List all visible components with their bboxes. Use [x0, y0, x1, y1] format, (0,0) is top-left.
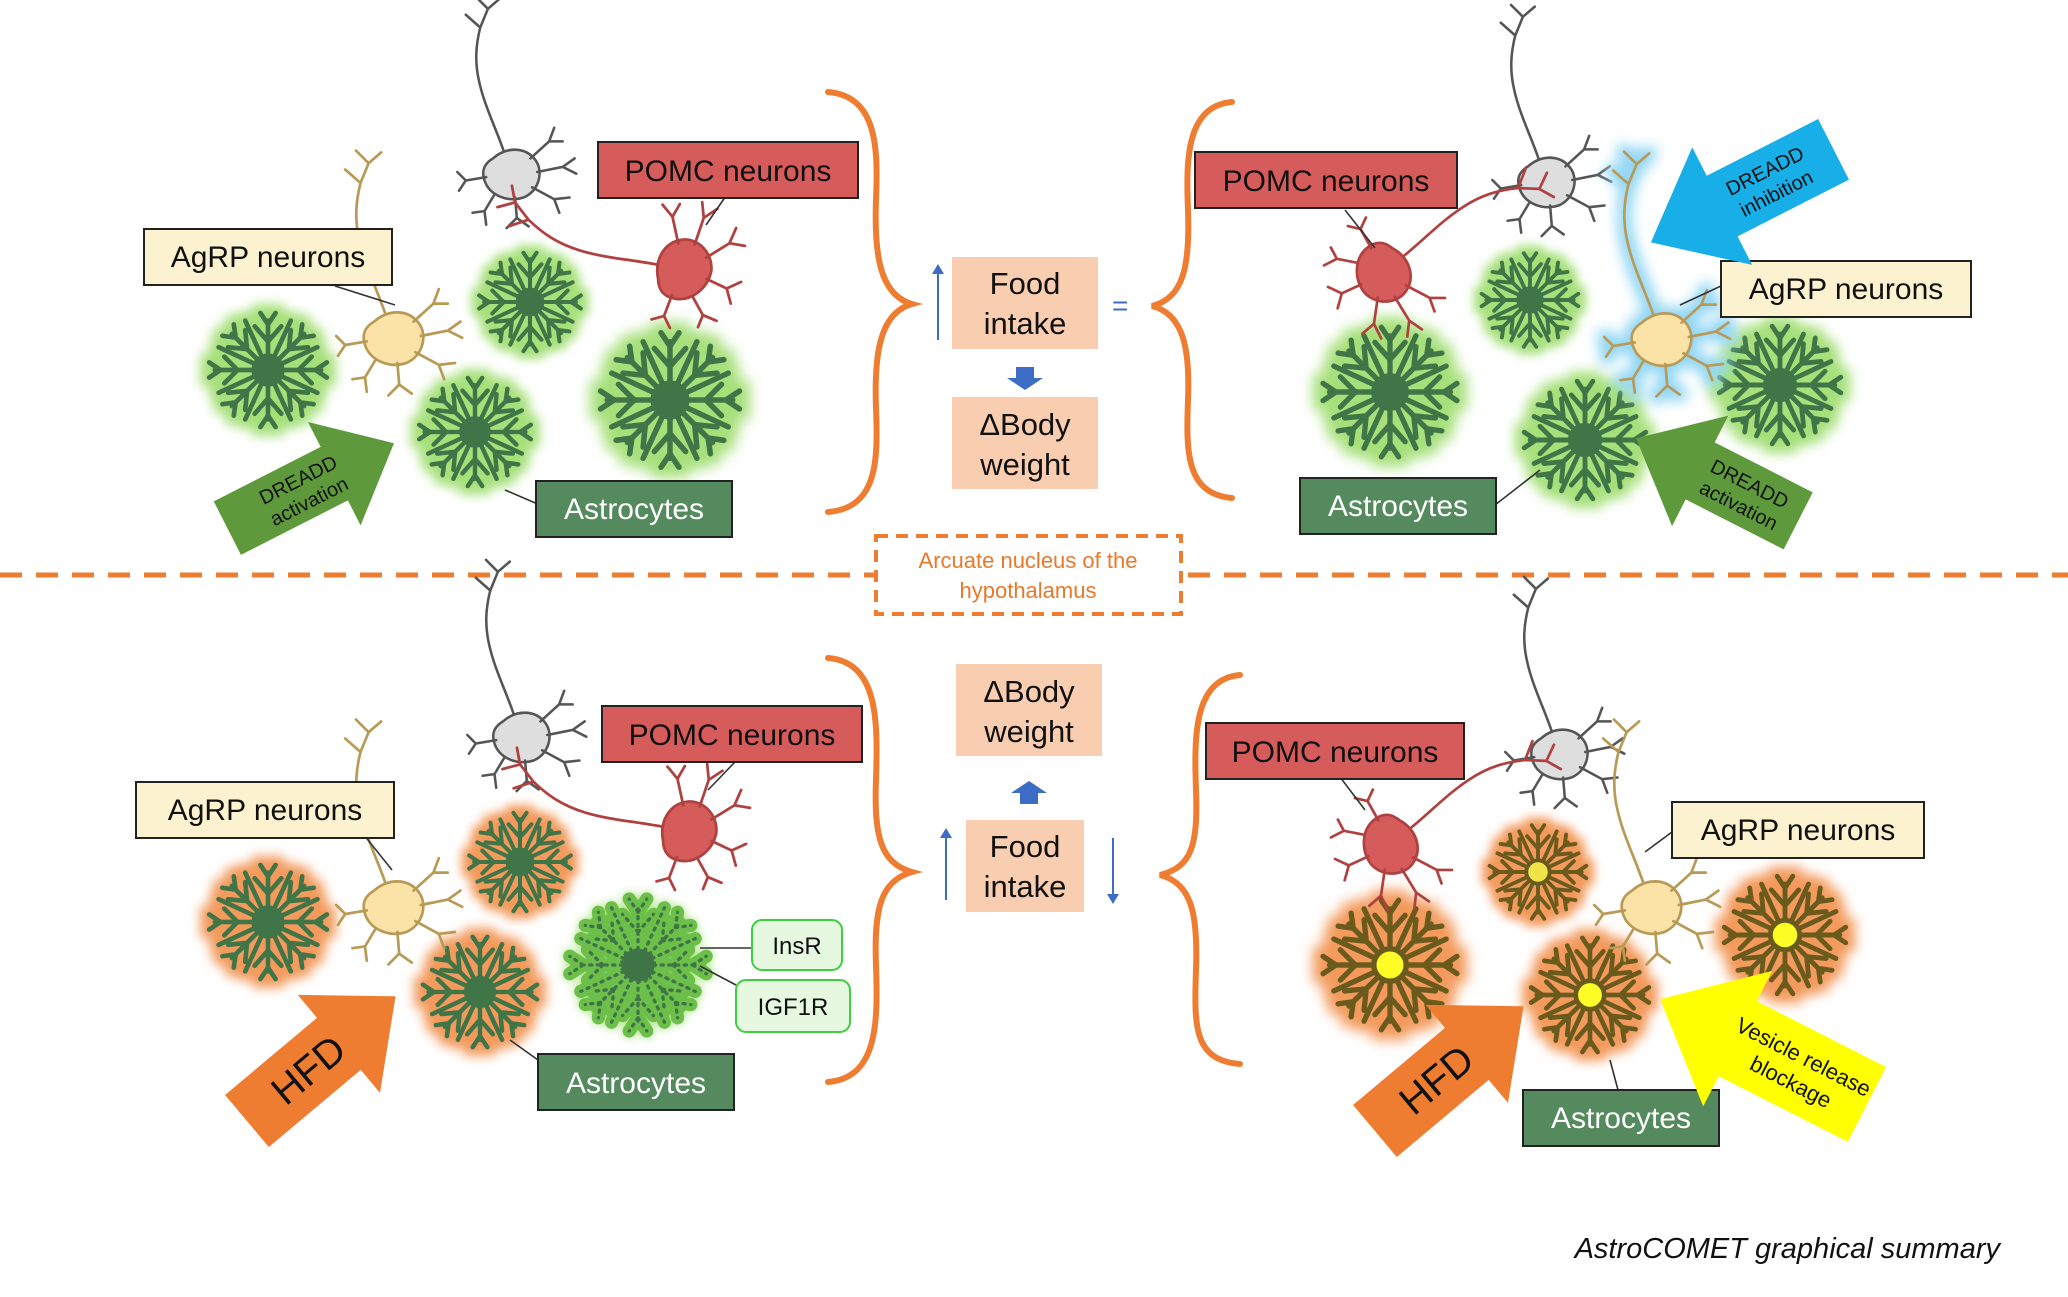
pomc-label: POMC neurons [1223, 165, 1430, 198]
astrocyte-receptors [570, 899, 706, 1031]
agrp-label-box [1671, 801, 1925, 859]
brace [1151, 99, 1235, 501]
pomc-label: POMC neurons [1232, 736, 1439, 769]
agrp-label: AgRP neurons [1701, 814, 1896, 847]
astrocytes-label: Astrocytes [1328, 490, 1468, 523]
agrp-label: AgRP neurons [1749, 273, 1944, 306]
astrocyte [209, 313, 327, 427]
leader-line [509, 1039, 539, 1061]
equals-sign: = [1112, 290, 1128, 321]
leader-line [1644, 831, 1673, 853]
hfd-arrow: HFD [225, 994, 396, 1148]
food-intake-line1: Food [990, 829, 1061, 864]
food-intake-box [952, 257, 1098, 349]
up-block-arrow-icon [1011, 781, 1047, 804]
down-block-arrow-icon [1007, 367, 1043, 390]
agrp-label: AgRP neurons [171, 241, 366, 274]
arcuate-label-line1: Arcuate nucleus of the [919, 548, 1138, 573]
insr-box [751, 919, 843, 971]
agrp-label-box [1720, 260, 1972, 318]
astrocytes-label-box [1522, 1089, 1720, 1147]
agrp-label-box [135, 781, 395, 839]
astrocyte [209, 865, 327, 979]
astrocyte [1524, 381, 1646, 499]
arcuate-box [874, 534, 1183, 616]
center-top: Food intake = ΔBody weight [825, 89, 1235, 515]
leader-line [334, 285, 396, 306]
down-arrow-head-icon [1107, 894, 1119, 904]
caption: AstroCOMET graphical summary [1573, 1233, 2002, 1265]
astrocytes-label-box [1299, 477, 1497, 535]
leader-line [1679, 285, 1722, 306]
astrocyte [419, 378, 531, 486]
pomc-label-box [1205, 722, 1465, 780]
body-weight-line2: weight [983, 714, 1074, 749]
panel-top-left: POMC neurons AgRP neurons Astrocytes DRE… [143, 0, 859, 555]
body-weight-line1: ΔBody [979, 407, 1071, 442]
insr-label: InsR [772, 933, 821, 960]
pomc-label-box [601, 705, 863, 763]
center-bottom: ΔBody weight Food intake [825, 655, 1243, 1085]
pomc-label-box [1194, 151, 1458, 209]
neuron-gray [1504, 575, 1626, 810]
body-weight-line1: ΔBody [983, 674, 1075, 709]
astrocytes-label: Astrocytes [1551, 1102, 1691, 1135]
leader-line [1494, 469, 1541, 506]
brace [825, 89, 924, 515]
up-arrow-head-icon [932, 264, 944, 274]
brace [825, 655, 924, 1085]
leader-line [1339, 776, 1366, 811]
astrocyte [423, 937, 537, 1047]
food-intake-line2: intake [984, 306, 1067, 341]
astrocytes-label: Astrocytes [564, 493, 704, 526]
astrocytes-label-box [537, 1053, 735, 1111]
astrocyte [479, 253, 581, 351]
leader-line [1344, 209, 1376, 249]
agrp-label: AgRP neurons [168, 794, 363, 827]
astrocytes-label-box [535, 480, 733, 538]
pomc-label-box [597, 141, 859, 199]
dreadd-activation-arrow: DREADD activation [1636, 415, 1813, 550]
astrocyte [1479, 251, 1581, 349]
arcuate-label-line2: hypothalamus [960, 578, 1097, 603]
pomc-label: POMC neurons [625, 155, 832, 188]
astrocyte [1719, 326, 1841, 444]
astrocyte [1323, 327, 1457, 457]
pomc-label: POMC neurons [629, 719, 836, 752]
up-arrow-head-icon [940, 828, 952, 838]
astrocyte [469, 813, 571, 911]
food-intake-line2: intake [984, 869, 1067, 904]
neuron-gray [1491, 3, 1613, 238]
leader-line [707, 761, 736, 791]
dreadd-activation-arrow: DREADD activation [213, 421, 394, 555]
igf1r-label: IGF1R [758, 994, 829, 1021]
neuron-gray [456, 0, 578, 230]
body-weight-box [956, 664, 1102, 756]
agrp-label-box [143, 228, 393, 286]
body-weight-line2: weight [979, 447, 1070, 482]
astrocyte [601, 333, 740, 467]
food-intake-box [966, 820, 1084, 912]
igf1r-box [735, 979, 851, 1033]
astrocyte [1531, 938, 1649, 1052]
food-intake-line1: Food [990, 266, 1061, 301]
leader-line [504, 489, 541, 506]
panel-bottom-left: POMC neurons AgRP neurons Astrocytes Ins… [135, 558, 863, 1148]
panel-bottom-right: POMC neurons AgRP neurons Astrocytes HFD… [1205, 575, 1925, 1158]
body-weight-box [952, 397, 1098, 489]
neuron-gray [466, 558, 588, 793]
astrocyte [1487, 823, 1589, 921]
leader-line [699, 965, 737, 986]
neuron-agrp [334, 718, 464, 966]
astrocyte [1724, 876, 1846, 994]
panel-top-right: POMC neurons AgRP neurons Astrocytes DRE… [1194, 3, 1972, 550]
astrocytes-label: Astrocytes [566, 1067, 706, 1100]
leader-line [1609, 1059, 1619, 1091]
brace [1159, 672, 1243, 1067]
hfd-arrow: HFD [1353, 1004, 1524, 1158]
